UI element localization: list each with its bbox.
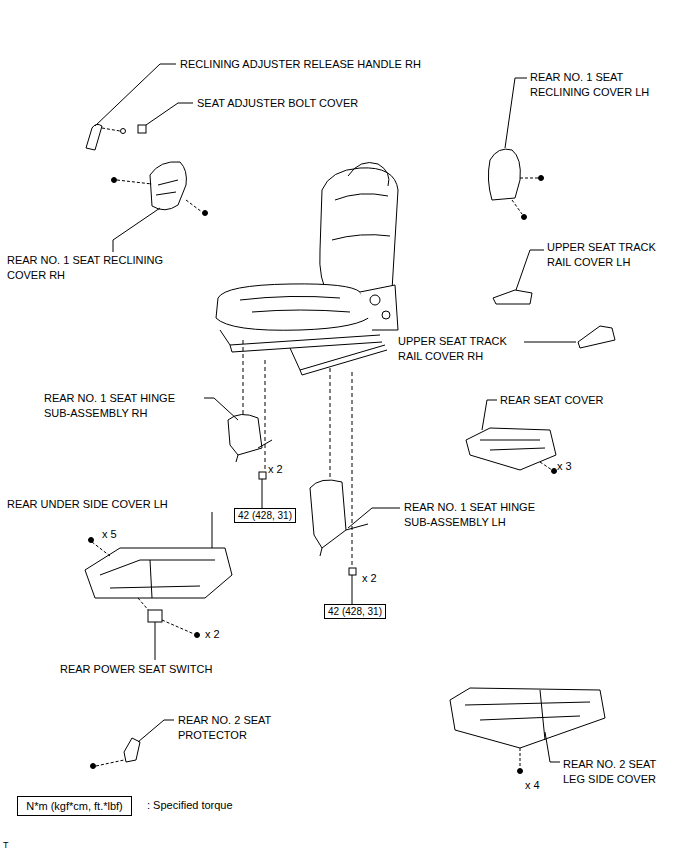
torque-value: N*m (kgf*cm, ft.*lbf) (26, 800, 123, 812)
quantity: x 2 (268, 462, 283, 477)
part-name: REAR UNDER SIDE COVER LH (7, 497, 168, 512)
part-name: REAR NO. 1 SEAT RECLINING COVER LH (530, 70, 670, 100)
legend-text: : Specified torque (147, 798, 233, 813)
part-name: REAR NO. 1 SEAT HINGE SUB-ASSEMBLY LH (404, 500, 564, 530)
part-name: REAR NO. 1 SEAT RECLINING COVER RH (7, 253, 192, 283)
part-name: REAR POWER SEAT SWITCH (60, 662, 212, 677)
part-name: UPPER SEAT TRACK RAIL COVER LH (547, 240, 675, 270)
quantity: x 3 (557, 459, 572, 474)
part-name: RECLINING ADJUSTER RELEASE HANDLE RH (180, 57, 421, 72)
torque-value: 42 (428, 31) (328, 606, 382, 617)
quantity: x 5 (102, 527, 117, 542)
torque-box: 42 (428, 31) (324, 604, 386, 619)
part-name: REAR NO. 2 SEAT LEG SIDE COVER (563, 757, 681, 787)
legend-box: N*m (kgf*cm, ft.*lbf) (17, 796, 132, 816)
part-name: REAR SEAT COVER (500, 393, 604, 408)
quantity: x 4 (525, 778, 540, 793)
part-name: REAR NO. 1 SEAT HINGE SUB-ASSEMBLY RH (44, 391, 204, 421)
quantity: x 2 (362, 571, 377, 586)
part-name: REAR NO. 2 SEAT PROTECTOR (178, 713, 293, 743)
part-name: SEAT ADJUSTER BOLT COVER (197, 96, 358, 111)
quantity: x 2 (205, 627, 220, 642)
page-mark: T (3, 838, 9, 852)
torque-value: 42 (428, 31) (238, 510, 292, 521)
torque-box: 42 (428, 31) (234, 508, 296, 523)
part-name: UPPER SEAT TRACK RAIL COVER RH (398, 334, 523, 364)
